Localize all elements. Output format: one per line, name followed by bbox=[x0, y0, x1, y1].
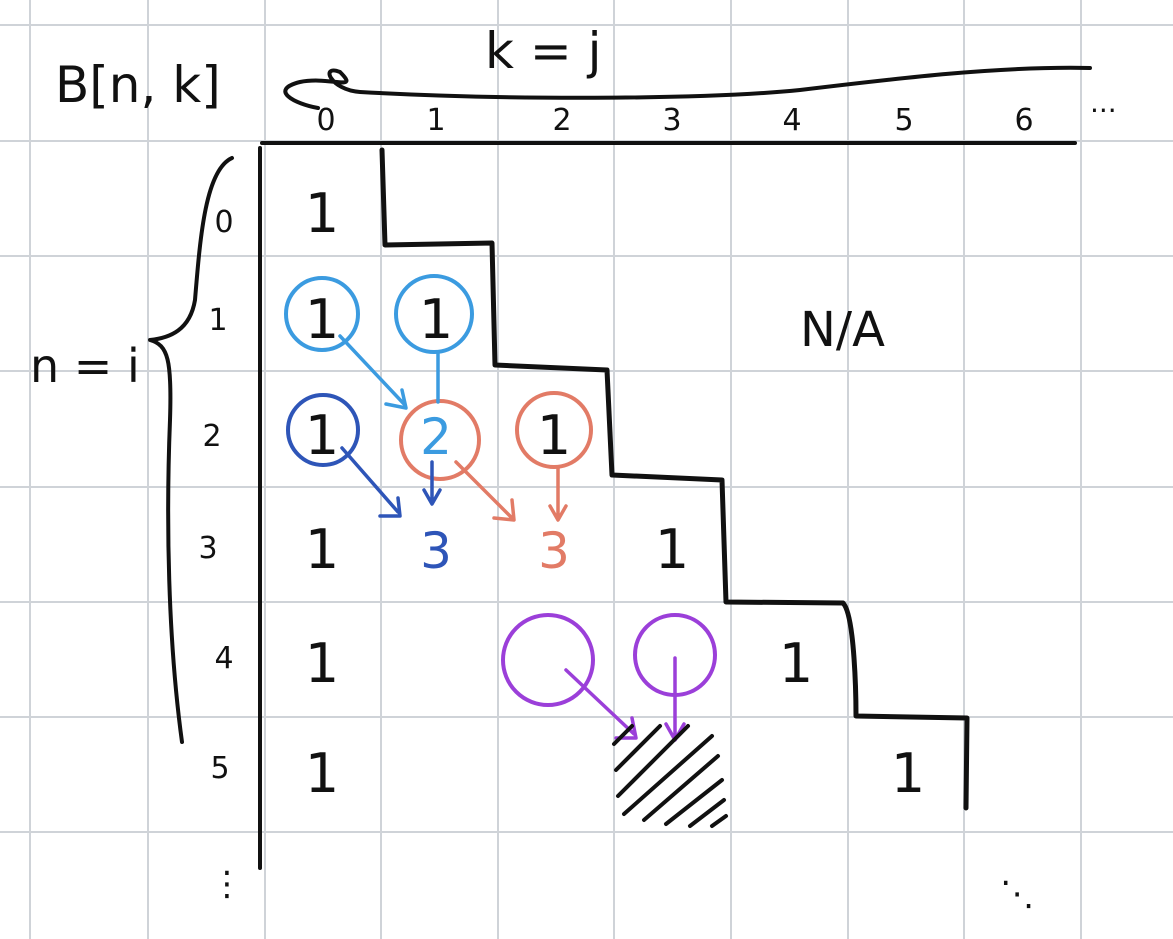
column-header: 0 bbox=[316, 103, 335, 138]
row-header: 0 bbox=[214, 205, 233, 240]
cell-value: 1 bbox=[305, 404, 339, 467]
row-header: 2 bbox=[202, 419, 221, 454]
column-header: 4 bbox=[782, 103, 801, 138]
more-rows-indicator: ⋮ bbox=[210, 864, 244, 904]
column-brace bbox=[283, 65, 1092, 110]
column-header: 1 bbox=[426, 103, 445, 138]
cell-value: 1 bbox=[779, 632, 813, 695]
highlight-circle bbox=[399, 399, 481, 481]
cell-value: 1 bbox=[891, 742, 925, 805]
arrows bbox=[338, 334, 686, 742]
row-headers: 0 1 2 3 4 5 bbox=[198, 205, 233, 786]
cell-value: 1 bbox=[419, 288, 453, 351]
highlight-circle bbox=[286, 393, 360, 467]
arrow bbox=[454, 460, 516, 522]
cell-value: 1 bbox=[537, 404, 571, 467]
arrow bbox=[664, 656, 686, 742]
cell-value: 1 bbox=[305, 742, 339, 805]
row-header: 1 bbox=[208, 303, 227, 338]
column-header: 3 bbox=[662, 103, 681, 138]
highlight-circle bbox=[515, 391, 593, 469]
cell-value: 1 bbox=[305, 182, 339, 245]
cell-value: 1 bbox=[655, 518, 689, 581]
column-axis-label: k = j bbox=[485, 22, 602, 80]
arrow bbox=[340, 446, 402, 518]
highlight-circle bbox=[394, 274, 474, 354]
cell-value: 1 bbox=[305, 288, 339, 351]
highlight-circle bbox=[501, 613, 595, 707]
row-header: 5 bbox=[210, 751, 229, 786]
column-headers: 0 1 2 3 4 5 6 bbox=[316, 103, 1033, 138]
row-axis-label: n = i bbox=[30, 339, 140, 393]
arrow bbox=[564, 668, 638, 740]
row-header: 4 bbox=[214, 641, 233, 676]
cell-value: 3 bbox=[420, 522, 452, 580]
table-cells: 1 1 1 1 2 1 1 3 3 1 1 1 1 1 bbox=[305, 182, 925, 805]
cell-value: 1 bbox=[305, 632, 339, 695]
cell-value: 3 bbox=[538, 522, 570, 580]
arrow bbox=[422, 460, 442, 506]
hatched-target-cell bbox=[612, 724, 728, 828]
column-header: 5 bbox=[894, 103, 913, 138]
cell-value: 2 bbox=[420, 408, 452, 466]
more-diagonal-indicator: ⋱ bbox=[1000, 874, 1034, 914]
staircase-boundary bbox=[379, 147, 970, 811]
row-header: 3 bbox=[198, 531, 217, 566]
row-brace bbox=[148, 156, 234, 744]
highlight-circle bbox=[284, 276, 360, 352]
arrow bbox=[548, 466, 568, 522]
arrow bbox=[338, 334, 408, 410]
column-header: 2 bbox=[552, 103, 571, 138]
table-label: B[n, k] bbox=[55, 56, 221, 114]
column-header: 6 bbox=[1014, 103, 1033, 138]
na-label: N/A bbox=[800, 302, 885, 358]
more-columns-indicator: ... bbox=[1090, 86, 1117, 119]
cell-value: 1 bbox=[305, 518, 339, 581]
